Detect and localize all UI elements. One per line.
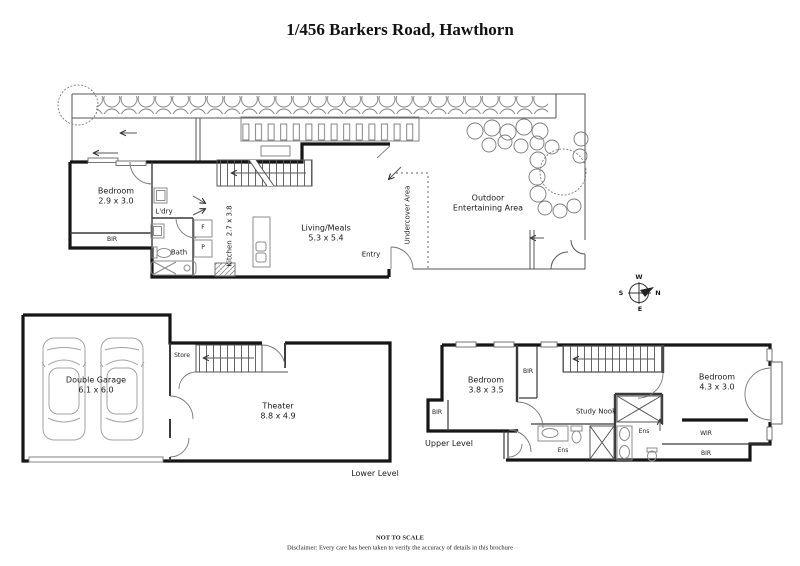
ul-ens-left-label: Ens	[557, 447, 569, 455]
ul-bir-closet-label: BIR	[522, 368, 534, 376]
upper-level-linework	[426, 341, 783, 462]
ul-bir-left-label: BIR	[431, 409, 443, 417]
not-to-scale-note: NOT TO SCALE	[375, 534, 425, 542]
gf-fridge-label: F	[201, 224, 205, 232]
upper-level-caption: Upper Level	[425, 438, 473, 448]
ground-floor-linework	[57, 84, 589, 279]
compass-east: E	[637, 304, 643, 313]
ul-wir-label: WIR	[700, 430, 712, 438]
disclaimer-text: Disclaimer: Every care has been taken to…	[287, 544, 513, 552]
gf-kitchen-label: Kitchen2.7 x 3.8	[225, 205, 234, 267]
kitchen-fixtures	[193, 216, 271, 277]
garden-trees	[466, 118, 589, 219]
stairs-ground	[216, 159, 313, 187]
garage-door-opening	[28, 456, 164, 463]
stairs-upper	[562, 345, 664, 373]
ul-bir-bottom-label: BIR	[700, 450, 712, 458]
gf-bir-label: BIR	[106, 236, 118, 244]
gf-laundry-label: L'dry	[155, 207, 173, 216]
compass-rose	[628, 282, 654, 304]
gf-undercover-label: Undercover Area	[403, 185, 412, 245]
compass-west: W	[635, 272, 643, 281]
bath-fixtures	[150, 187, 197, 276]
ll-store-label: Store	[174, 352, 190, 360]
lower-level-caption: Lower Level	[351, 468, 399, 478]
page-title: 1/456 Barkers Road, Hawthorn	[286, 20, 514, 39]
gf-pantry-label: P	[201, 244, 205, 252]
lower-level-linework	[21, 313, 392, 463]
deck	[240, 116, 420, 157]
hedge-trees	[57, 84, 548, 126]
stairs-lower	[195, 344, 288, 373]
ul-study-nook-label: Study Nook	[575, 407, 617, 416]
gf-entry-label: Entry	[361, 250, 381, 259]
ul-ens-right-label: Ens	[638, 428, 650, 436]
compass-north: N	[655, 288, 661, 297]
compass-south: S	[618, 288, 624, 297]
gf-bath-label: Bath	[170, 248, 188, 257]
undercover-boundary	[396, 172, 429, 269]
ensuite-fixtures	[537, 425, 658, 462]
